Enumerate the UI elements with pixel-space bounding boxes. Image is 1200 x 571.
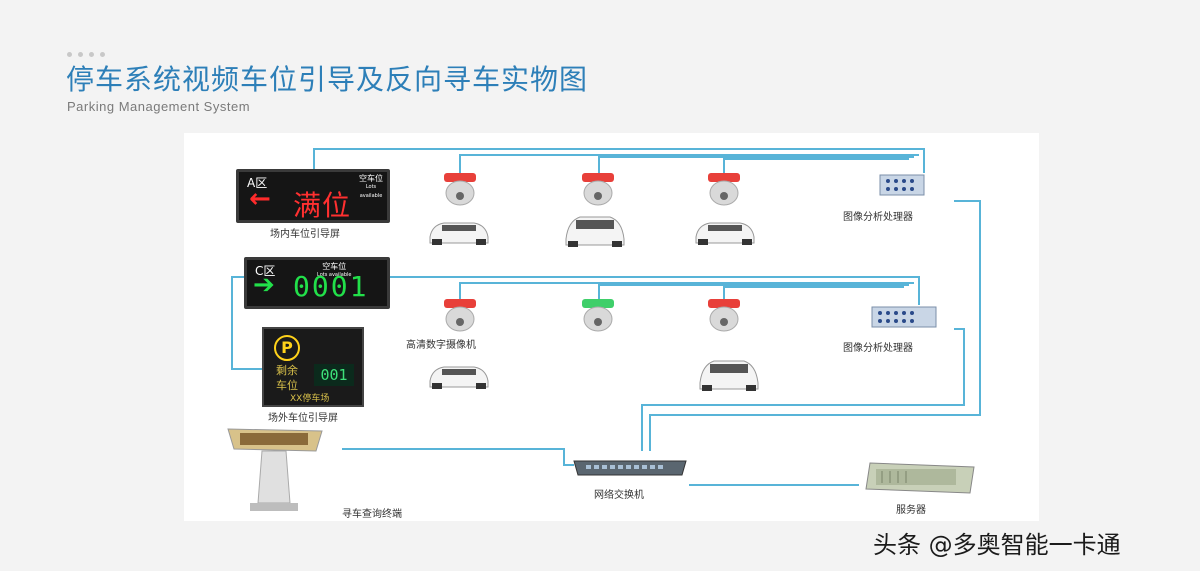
server-icon xyxy=(865,462,975,494)
arrow-left-icon: ← xyxy=(249,184,271,214)
led-c-count: 0001 xyxy=(293,270,369,303)
camera-icon-green xyxy=(582,299,614,332)
outdoor-remaining-text: 剩余车位 xyxy=(276,364,298,392)
camera-icon xyxy=(444,299,476,332)
network-switch-icon xyxy=(573,460,687,476)
watermark: 头条 @多奥智能一卡通 xyxy=(873,531,1121,559)
led-c-zone: C区 xyxy=(255,264,276,278)
led-a-zone: A区 xyxy=(247,176,268,190)
switch-label: 网络交换机 xyxy=(594,490,644,501)
processor-label-1: 图像分析处理器 xyxy=(843,212,913,223)
outdoor-lot-name: XX停车场 xyxy=(290,394,330,404)
connection-lines xyxy=(231,148,981,486)
kiosk-label: 寻车查询终端 xyxy=(342,509,402,520)
camera-icon xyxy=(708,173,740,206)
processor-label-2: 图像分析处理器 xyxy=(843,343,913,354)
server-label: 服务器 xyxy=(896,505,926,516)
kiosk-terminal-icon xyxy=(227,428,323,511)
outdoor-count: 001 xyxy=(314,364,354,386)
car-icon xyxy=(429,222,489,245)
indoor-guide-label: 场内车位引导屏 xyxy=(270,229,340,240)
camera-label: 高清数字摄像机 xyxy=(406,340,476,351)
processor-icon xyxy=(879,174,925,196)
car-icon xyxy=(429,366,489,389)
car-icon xyxy=(565,216,625,247)
camera-icon xyxy=(582,173,614,206)
outdoor-guide-sign: P 剩余车位 001 XX停车场 xyxy=(262,327,364,407)
outdoor-guide-label: 场外车位引导屏 xyxy=(268,413,338,424)
parking-p-icon: P xyxy=(274,335,300,361)
camera-icon xyxy=(444,173,476,206)
led-a-status: 满位 xyxy=(293,189,352,222)
car-icon xyxy=(695,222,755,245)
decor-dots xyxy=(67,52,105,57)
page-subtitle: Parking Management System xyxy=(67,99,251,114)
page-title: 停车系统视频车位引导及反向寻车实物图 xyxy=(66,63,589,96)
processor-icon xyxy=(871,306,937,328)
camera-icon xyxy=(708,299,740,332)
car-icon xyxy=(699,360,759,391)
arrow-right-icon: ➔ xyxy=(253,270,275,300)
